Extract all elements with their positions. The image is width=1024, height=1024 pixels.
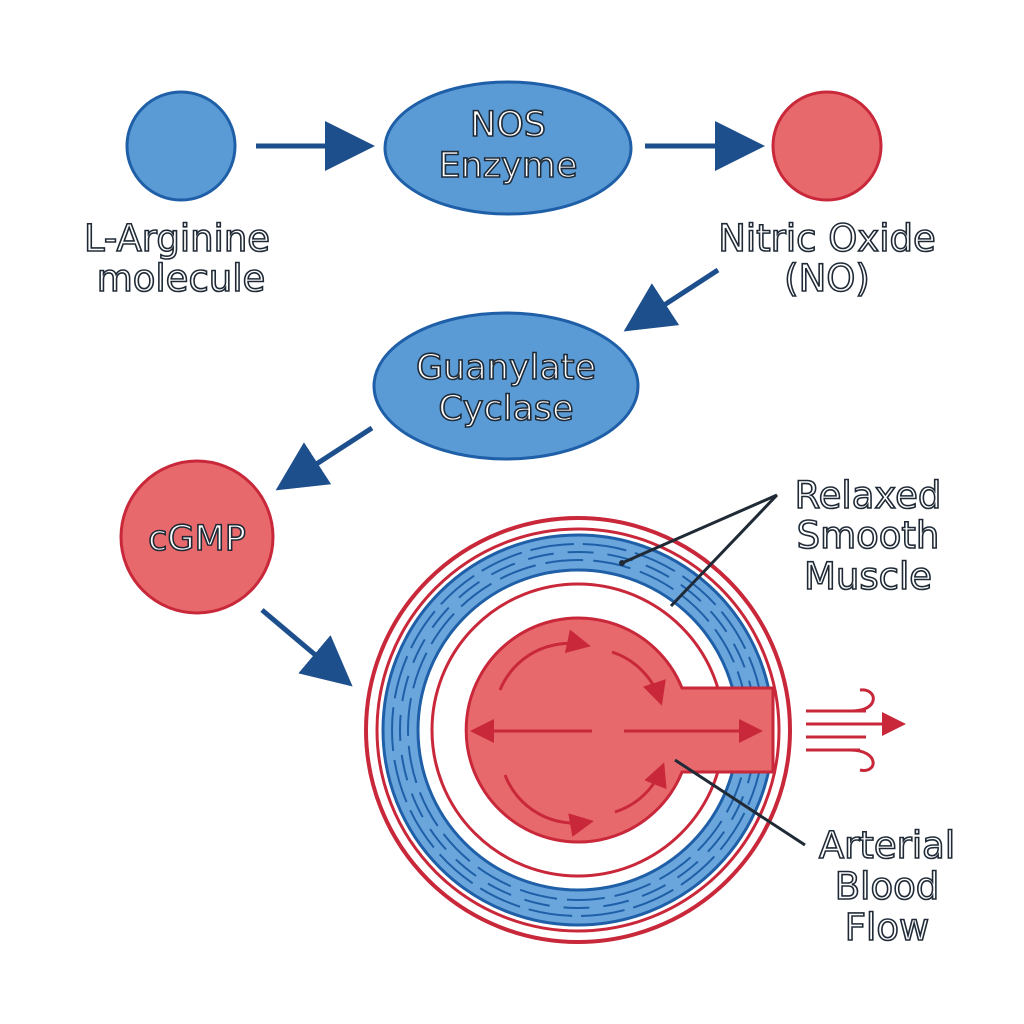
smooth-muscle-label-line2: Smooth — [797, 514, 940, 557]
arrow-no-to-guanylate — [623, 267, 720, 332]
smooth-muscle-label-line1: Relaxed — [795, 474, 942, 517]
guanylate-cyclase-label-line1: Guanylate — [416, 348, 596, 388]
guanylate-cyclase-label-line2: Cyclase — [438, 389, 573, 429]
l-arginine-label-line2: molecule — [97, 257, 266, 300]
nos-enzyme-node — [383, 80, 633, 216]
nitric-oxide-label-line1: Nitric Oxide — [718, 217, 936, 260]
nitric-oxide-label-line2: (NO) — [784, 257, 870, 300]
blood-flow-leader — [674, 758, 806, 847]
nos-enzyme-label-line1: NOS — [470, 105, 546, 145]
arrow-cgmp-to-artery — [260, 608, 353, 687]
blood-lumen — [464, 616, 775, 844]
artery-cross-section — [364, 516, 792, 944]
smooth-muscle-label-line3: Muscle — [804, 555, 932, 598]
blood-flow-arrows — [470, 629, 763, 837]
nos-enzyme-label-line2: Enzyme — [438, 146, 577, 186]
blood-flow-wind-icon — [806, 688, 906, 772]
guanylate-cyclase-node — [372, 311, 640, 461]
cgmp-node — [119, 459, 275, 615]
smooth-muscle-leaders — [621, 493, 779, 608]
nitric-oxide-node — [771, 90, 883, 202]
l-arginine-label-line1: L-Arginine — [84, 217, 270, 260]
blood-flow-label-line2: Blood — [835, 865, 939, 908]
blood-flow-label-line1: Arterial — [819, 824, 955, 867]
cgmp-label: cGMP — [148, 519, 246, 559]
l-arginine-node — [125, 90, 237, 202]
smooth-muscle-pointer-dot — [619, 560, 625, 566]
blood-flow-label-line3: Flow — [845, 906, 929, 949]
arrow-guanylate-to-cgmp — [275, 425, 374, 491]
